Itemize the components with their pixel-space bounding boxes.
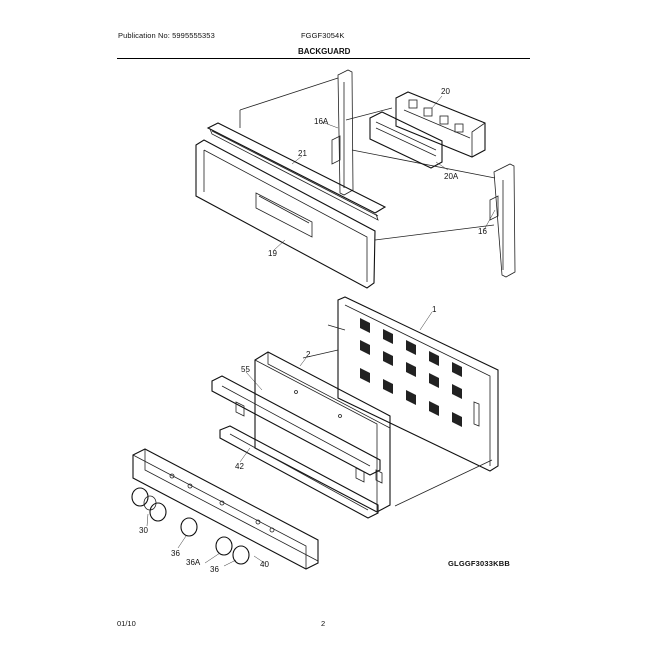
publication-number: Publication No: 5995555353 [118,31,215,40]
header-divider [117,58,530,59]
callout-20a: 20A [444,172,459,181]
right-end-cap-bracket [489,163,516,278]
leader-lines [146,95,496,567]
rear-vent-panel [337,296,499,472]
callout-42: 42 [235,462,244,471]
diagram-reference-code: GLGGF3033KBB [448,559,510,568]
burner-knobs [131,487,250,565]
callout-30: 30 [139,526,148,535]
knob-30 [131,487,167,522]
callout-21: 21 [298,149,307,158]
manifold-bracket [211,375,381,483]
callout-36: 36 [171,549,180,558]
callout-36-second: 36 [210,565,219,574]
callout-labels: 20 16A 21 20A 16 19 1 2 55 42 30 36 36A … [139,87,487,574]
control-overlay [369,111,443,169]
callout-55: 55 [241,365,250,374]
model-number: FGGF3054K [301,31,345,40]
frame-outline [239,77,496,241]
lower-bracket [219,425,379,519]
front-control-panel [132,448,319,570]
callout-19: 19 [268,249,277,258]
callout-16a: 16A [314,117,329,126]
callout-36a: 36A [186,558,201,567]
footer-date: 01/10 [117,619,136,628]
top-trim-strip [206,122,387,221]
knob-36a [215,536,233,556]
page-number: 2 [321,619,326,628]
control-panel [195,139,376,289]
knob-36 [180,517,198,537]
left-end-cap-bracket [331,69,354,196]
vent-slots [360,318,462,427]
callout-40: 40 [260,560,269,569]
knob-36b [232,545,250,565]
callout-20: 20 [441,87,450,96]
section-title: BACKGUARD [298,47,351,56]
callout-1: 1 [432,305,437,314]
clock-timer-module [395,91,486,158]
callout-2: 2 [306,350,311,359]
assembly-guide-lines [302,324,493,507]
callout-16: 16 [478,227,487,236]
